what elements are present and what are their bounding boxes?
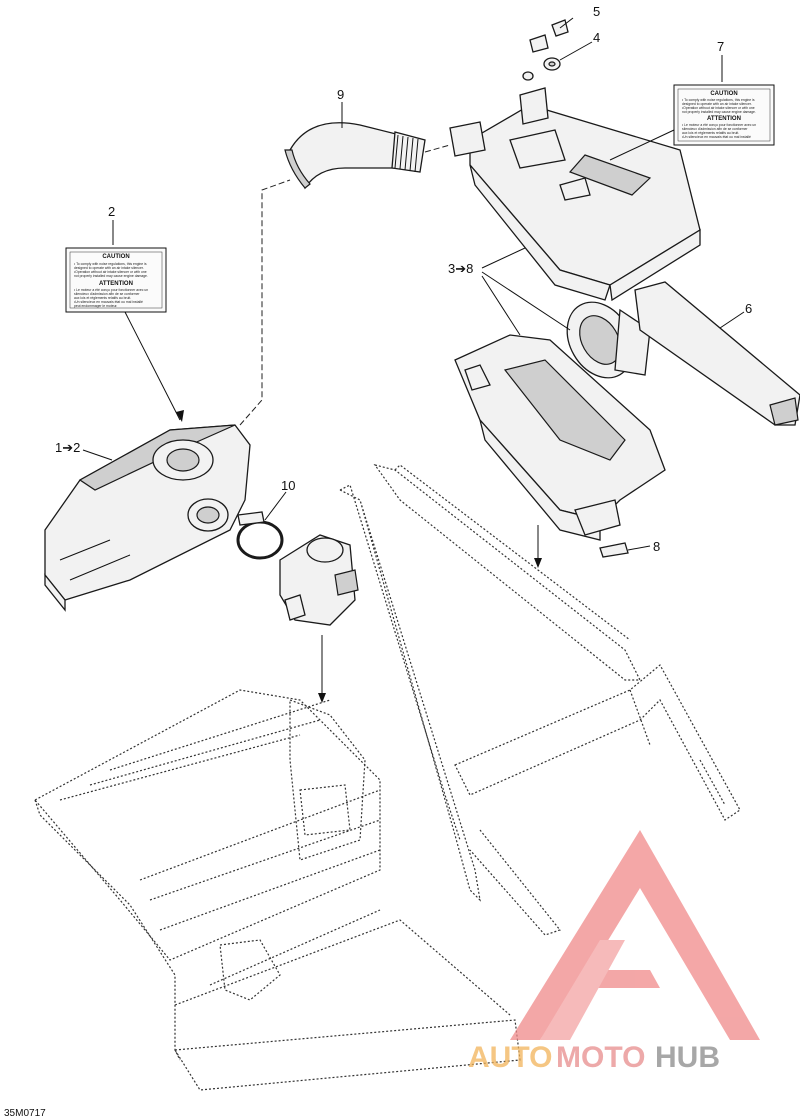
callout-1-to-2: 1➔2 [55, 440, 80, 455]
callout-2: 2 [108, 204, 115, 219]
callout-9: 9 [337, 87, 344, 102]
airbox-base [454, 334, 666, 541]
label-caution-line: • To comply with noise regulations, this… [682, 98, 755, 102]
label-attention-title: ATTENTION [707, 116, 741, 122]
automotohub-watermark: AUTO MOTO HUB [468, 830, 760, 1074]
label-caution-line: designed to operate with an air intake s… [682, 102, 752, 106]
leader-lines [82, 17, 745, 703]
hose-clamp [236, 511, 284, 560]
callouts: 5 4 7 9 2 3➔8 6 1➔2 10 8 [55, 4, 752, 554]
label-caution-title: CAUTION [102, 254, 129, 260]
label-attention-title: ATTENTION [99, 281, 133, 287]
label-attention-line: • Le moteur a été conçu pour fonctionner… [682, 123, 756, 127]
label-caution-line: •Operation without air intake silencer o… [74, 270, 147, 274]
callout-5: 5 [593, 4, 600, 19]
label-caution-title: CAUTION [710, 91, 737, 97]
label-caution-line: designed to operate with an air intake s… [74, 266, 144, 270]
logo-text-hub: HUB [655, 1041, 720, 1074]
intake-silencer [44, 424, 251, 612]
label-attention-line: peut endommager le moteur. [74, 304, 117, 308]
callout-3-to-8: 3➔8 [448, 261, 473, 276]
label-attention-line: silencieux d'admission afin de se confor… [74, 292, 140, 296]
callout-6: 6 [745, 301, 752, 316]
logo-text-moto: MOTO [556, 1041, 645, 1074]
logo-text-auto: AUTO [468, 1041, 552, 1074]
callout-8: 8 [653, 539, 660, 554]
callout-7: 7 [717, 39, 724, 54]
grommet-and-clip [522, 19, 569, 81]
vehicle-frame [34, 464, 741, 1091]
label-attention-line: •Un silencieux en mauvais état ou mal in… [74, 300, 143, 304]
air-filter-foam [634, 281, 800, 426]
warning-label-left: CAUTION • To comply with noise regulatio… [65, 247, 167, 313]
label-caution-line: not properly installed may cause engine … [682, 110, 756, 114]
label-caution-line: not properly installed may cause engine … [74, 274, 148, 278]
airbox-cover [449, 87, 701, 302]
label-attention-line: aux lois et règlements relatifs au bruit… [682, 131, 739, 135]
callout-10: 10 [281, 478, 295, 493]
label-attention-line: silencieux d'admission afin de se confor… [682, 127, 748, 131]
warning-label-right: CAUTION • To comply with noise regulatio… [673, 84, 775, 146]
label-attention-line: •Un silencieux en mauvais état ou mal in… [682, 135, 751, 139]
label-caution-line: • To comply with noise regulations, this… [74, 262, 147, 266]
diagram-reference-code: 35M0717 [4, 1108, 46, 1119]
clip [599, 542, 629, 558]
carburetor [279, 534, 359, 626]
logo-triangle [510, 830, 760, 1040]
label-attention-line: • Le moteur a été conçu pour fonctionner… [74, 288, 148, 292]
callout-4: 4 [593, 30, 600, 45]
intake-hose [284, 122, 426, 190]
label-attention-line: aux lois et règlements relatifs au bruit… [74, 296, 131, 300]
label-caution-line: •Operation without air intake silencer o… [682, 106, 755, 110]
